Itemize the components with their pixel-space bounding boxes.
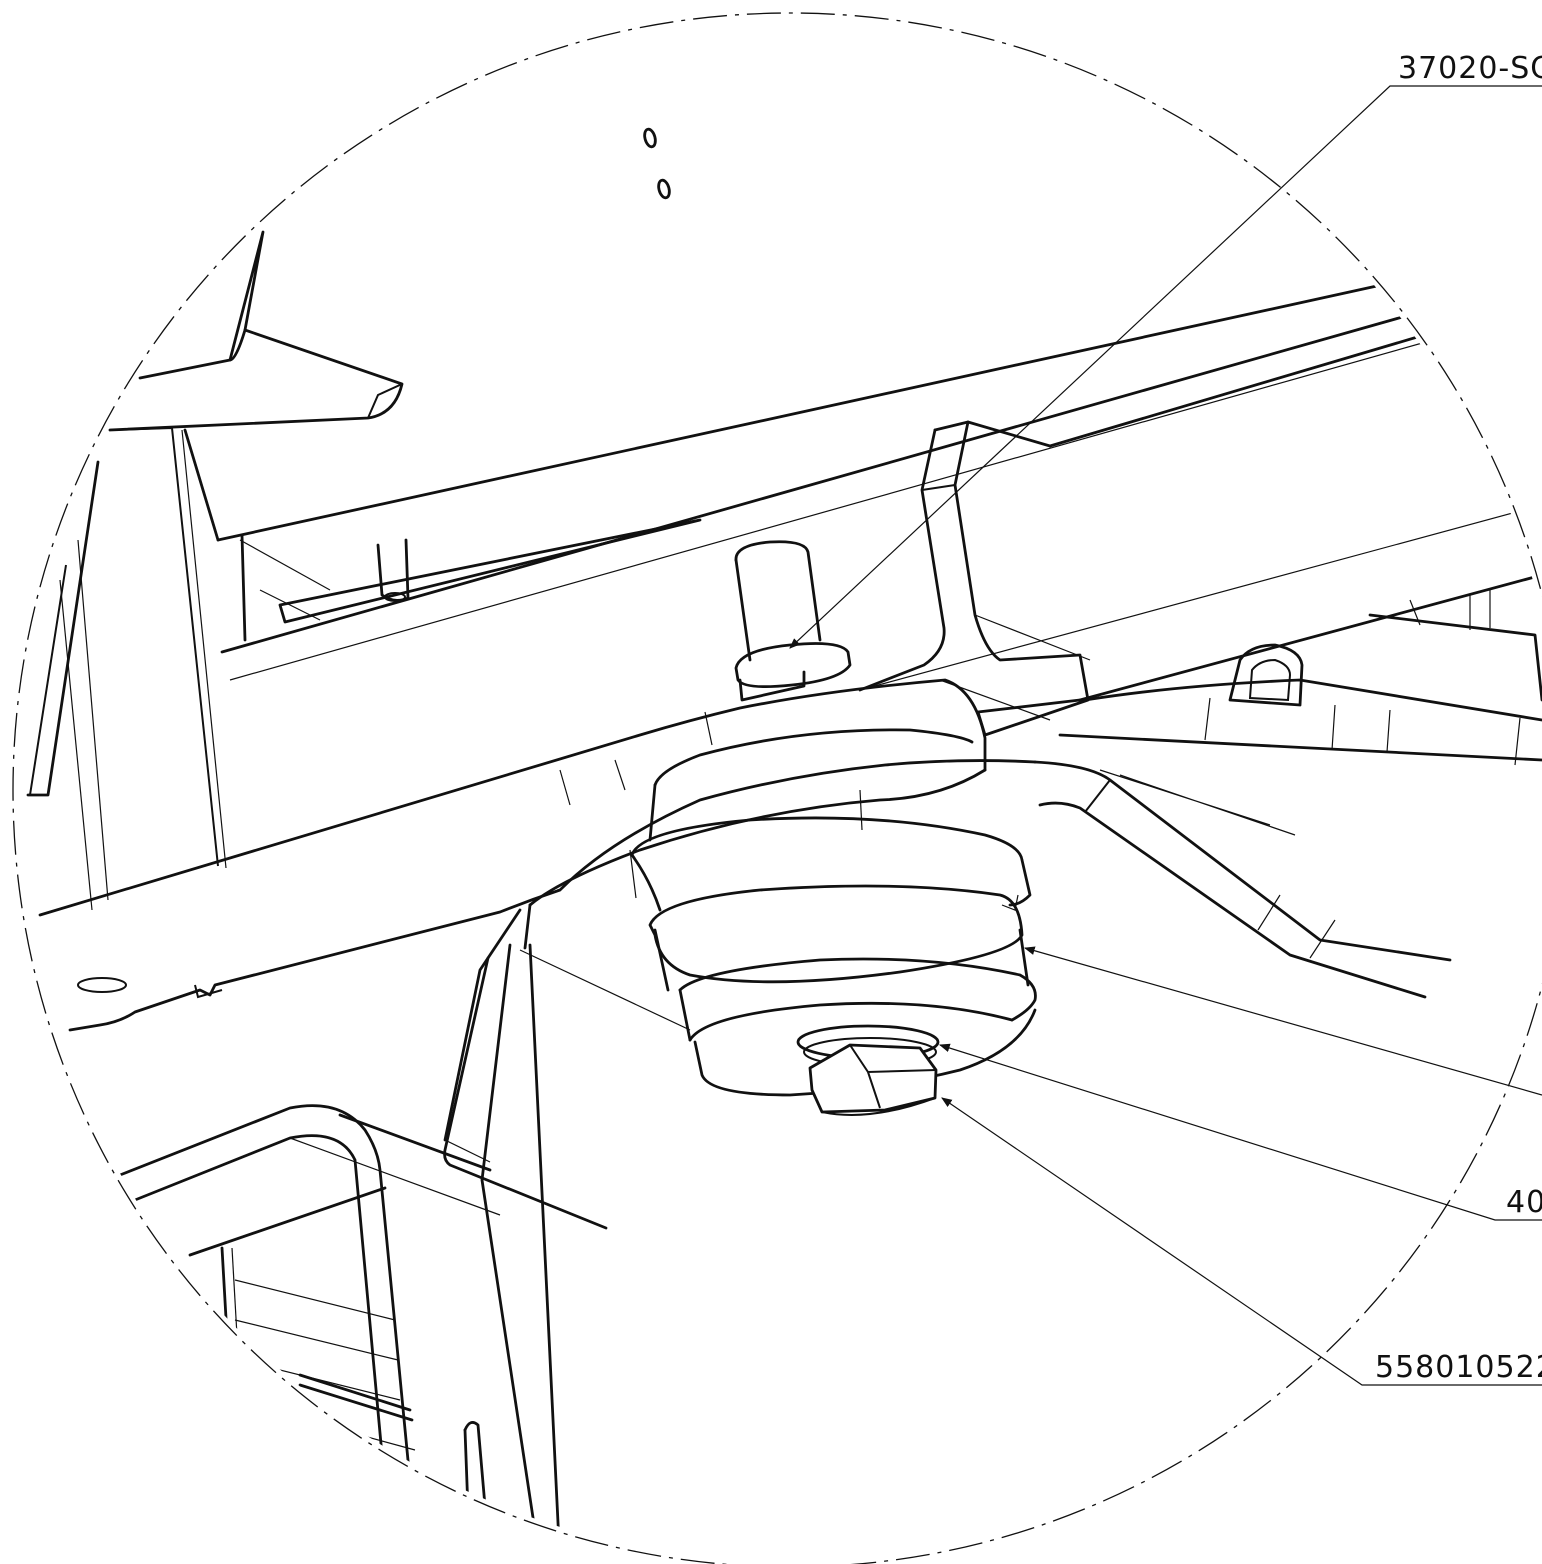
rubber-mount — [630, 816, 1037, 1097]
callout-label-37020-sc: 37020-SC — [1398, 51, 1542, 86]
mechanical-assembly — [26, 127, 1542, 1562]
small-holes — [643, 127, 671, 200]
upper-bolt — [734, 540, 852, 702]
leader-37020-sc — [789, 85, 1542, 649]
lower-nut — [796, 1024, 940, 1116]
diagonal-plate — [38, 678, 1037, 1032]
upper-left-bracket — [108, 230, 404, 869]
callout-leaders — [789, 85, 1542, 1386]
lower-left-bracket — [118, 1104, 501, 1562]
detail-boundary-circle — [12, 12, 1542, 1564]
left-frame-edge — [26, 460, 109, 911]
right-structure — [1033, 464, 1542, 999]
leader-5580105220 — [941, 1097, 1542, 1386]
callout-label-5580105220: 5580105220 — [1375, 1350, 1542, 1385]
rail-pin — [376, 538, 410, 602]
callout-label-40: 40 — [1506, 1185, 1542, 1220]
bushing-housing — [443, 728, 987, 1562]
leader-40 — [938, 1043, 1542, 1221]
main-rail — [216, 280, 1542, 702]
leader-right-mount — [1023, 946, 1542, 1096]
